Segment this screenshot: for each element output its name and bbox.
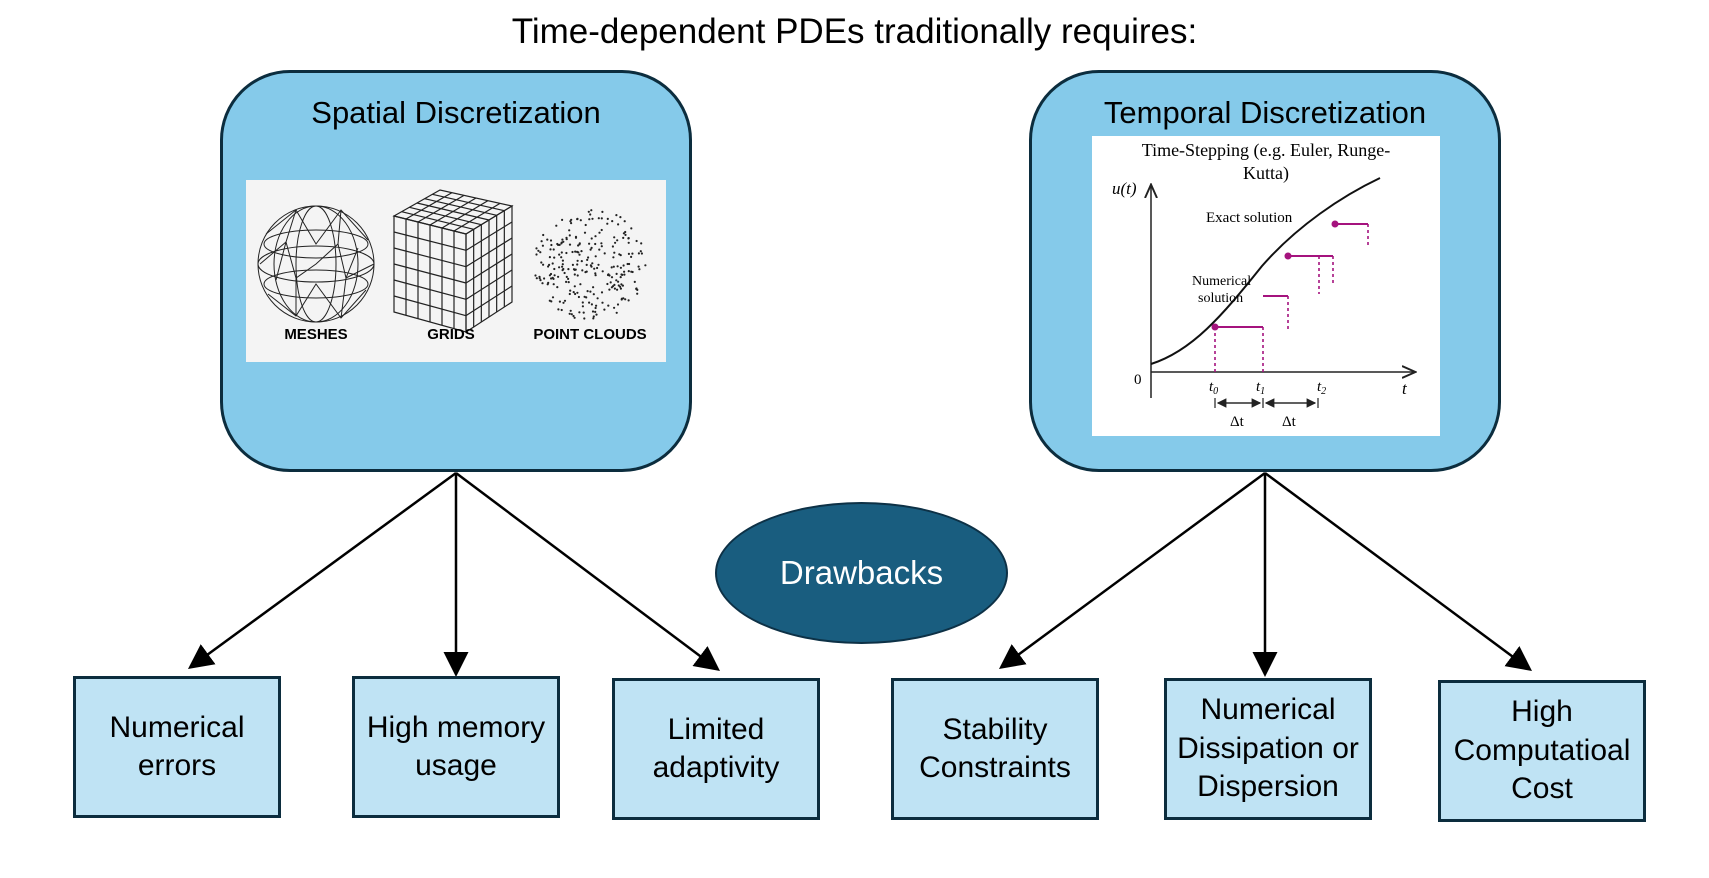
- t-axis-label: t: [1402, 379, 1408, 398]
- label-point-clouds: POINT CLOUDS: [533, 326, 646, 343]
- label-grids: GRIDS: [427, 326, 475, 343]
- numerical-steps: [1215, 223, 1368, 328]
- origin-label: 0: [1134, 372, 1142, 388]
- numerical-drops: [1214, 224, 1369, 372]
- drawbacks-ellipse: Drawbacks: [715, 502, 1008, 644]
- t2-label: t2: [1317, 379, 1326, 397]
- plot-title-line1: Time-Stepping (e.g. Euler, Runge-: [1142, 140, 1391, 161]
- mesh-sphere-icon: [257, 205, 375, 323]
- t0-label: t0: [1209, 379, 1218, 397]
- drawback-stability-constraints: Stability Constraints: [891, 678, 1099, 820]
- spatial-svg: MESHES GRIDS POINT CLOUDS: [257, 189, 647, 343]
- drawback-limited-adaptivity: Limited adaptivity: [612, 678, 820, 820]
- arrow-numerical-errors: [187, 471, 457, 669]
- delta-t-label-1: Δt: [1230, 414, 1245, 430]
- drawback-computational-cost: High Computatioal Cost: [1438, 680, 1646, 822]
- t1-label: t1: [1256, 379, 1265, 397]
- time-stepping-svg: Time-Stepping (e.g. Euler, Runge- Kutta)…: [1112, 140, 1440, 430]
- arrow-limited-adaptivity: [455, 472, 720, 671]
- numerical-label-line1: Numerical: [1192, 274, 1251, 289]
- exact-solution-curve: [1150, 177, 1381, 365]
- y-axis-label: u(t): [1112, 179, 1137, 198]
- drawback-numerical-errors: Numerical errors: [73, 676, 281, 818]
- arrow-stability: [998, 471, 1266, 669]
- spatial-heading: Spatial Discretization: [311, 95, 601, 130]
- spatial-illustration: MESHES GRIDS POINT CLOUDS: [246, 180, 666, 362]
- arrow-computational-cost: [1264, 471, 1533, 671]
- drawback-dissipation-dispersion: Numerical Dissipation or Dispersion: [1164, 678, 1372, 820]
- exact-solution-label: Exact solution: [1206, 210, 1293, 226]
- time-stepping-plot: Time-Stepping (e.g. Euler, Runge- Kutta)…: [1092, 136, 1440, 436]
- plot-title-line2: Kutta): [1243, 163, 1289, 184]
- numerical-points: [1211, 220, 1339, 331]
- label-meshes: MESHES: [284, 326, 347, 343]
- numerical-label-line2: solution: [1198, 291, 1243, 306]
- delta-t-label-2: Δt: [1282, 414, 1297, 430]
- temporal-heading: Temporal Discretization: [1103, 95, 1427, 130]
- grid-cube-icon: [392, 189, 514, 334]
- diagram-title: Time-dependent PDEs traditionally requir…: [511, 12, 1198, 51]
- point-cloud-icon: [534, 209, 647, 320]
- drawback-high-memory-usage: High memory usage: [352, 676, 560, 818]
- delta-t-markers: [1214, 398, 1319, 408]
